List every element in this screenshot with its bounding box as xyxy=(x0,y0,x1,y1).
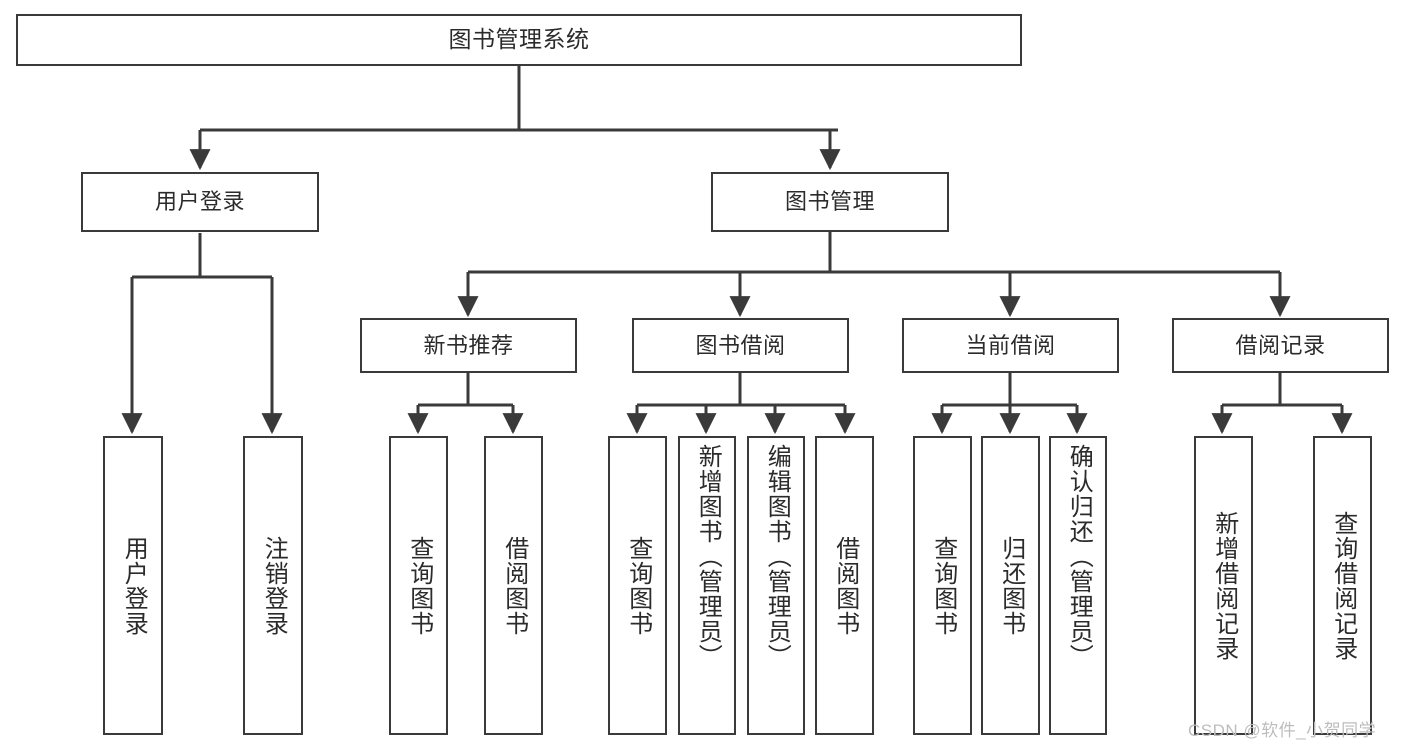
node-book-management[interactable]: 图书管理 xyxy=(711,172,949,232)
node-leaf-add-book[interactable]: 新增图书（管理员） xyxy=(678,436,736,735)
node-current-borrow-label: 当前借阅 xyxy=(965,332,1056,358)
node-borrow-record-label: 借阅记录 xyxy=(1235,332,1326,358)
node-leaf-query-book-2-label: 查询图书 xyxy=(624,535,652,636)
node-leaf-confirm-return-label: 确认归还（管理员） xyxy=(1065,444,1093,669)
node-leaf-add-record-label: 新增借阅记录 xyxy=(1210,510,1238,661)
node-root-label: 图书管理系统 xyxy=(448,26,590,53)
node-leaf-user-login-label: 用户登录 xyxy=(120,535,148,636)
node-book-borrow[interactable]: 图书借阅 xyxy=(632,318,849,373)
node-user-login-label: 用户登录 xyxy=(154,189,245,215)
node-leaf-edit-book-label: 编辑图书（管理员） xyxy=(763,444,791,669)
node-user-login[interactable]: 用户登录 xyxy=(81,172,319,232)
node-leaf-logout[interactable]: 注销登录 xyxy=(243,436,303,735)
csdn-watermark: CSDN @软件_小贺同学 xyxy=(1188,721,1377,740)
node-leaf-query-book-1[interactable]: 查询图书 xyxy=(389,436,448,735)
node-leaf-borrow-book-1[interactable]: 借阅图书 xyxy=(484,436,543,735)
node-new-book-recommend[interactable]: 新书推荐 xyxy=(360,318,577,373)
node-leaf-add-record[interactable]: 新增借阅记录 xyxy=(1194,436,1253,735)
node-book-management-label: 图书管理 xyxy=(784,189,875,215)
node-leaf-query-record-label: 查询借阅记录 xyxy=(1329,510,1357,661)
node-leaf-user-login[interactable]: 用户登录 xyxy=(103,436,163,735)
node-leaf-query-record[interactable]: 查询借阅记录 xyxy=(1313,436,1372,735)
node-new-book-recommend-label: 新书推荐 xyxy=(423,332,514,358)
node-leaf-query-book-3-label: 查询图书 xyxy=(929,535,957,636)
node-leaf-borrow-book-2[interactable]: 借阅图书 xyxy=(815,436,874,735)
node-leaf-return-book[interactable]: 归还图书 xyxy=(981,436,1040,735)
node-leaf-return-book-label: 归还图书 xyxy=(997,535,1025,636)
node-root[interactable]: 图书管理系统 xyxy=(16,14,1022,66)
node-borrow-record[interactable]: 借阅记录 xyxy=(1172,318,1389,373)
node-leaf-borrow-book-2-label: 借阅图书 xyxy=(831,535,859,636)
node-book-borrow-label: 图书借阅 xyxy=(695,332,786,358)
node-current-borrow[interactable]: 当前借阅 xyxy=(902,318,1119,373)
node-leaf-query-book-1-label: 查询图书 xyxy=(405,535,433,636)
node-leaf-add-book-label: 新增图书（管理员） xyxy=(694,444,722,669)
node-leaf-logout-label: 注销登录 xyxy=(260,535,288,636)
node-leaf-confirm-return[interactable]: 确认归还（管理员） xyxy=(1049,436,1107,735)
node-leaf-borrow-book-1-label: 借阅图书 xyxy=(500,535,528,636)
node-leaf-query-book-2[interactable]: 查询图书 xyxy=(608,436,667,735)
node-leaf-query-book-3[interactable]: 查询图书 xyxy=(913,436,972,735)
node-leaf-edit-book[interactable]: 编辑图书（管理员） xyxy=(747,436,805,735)
